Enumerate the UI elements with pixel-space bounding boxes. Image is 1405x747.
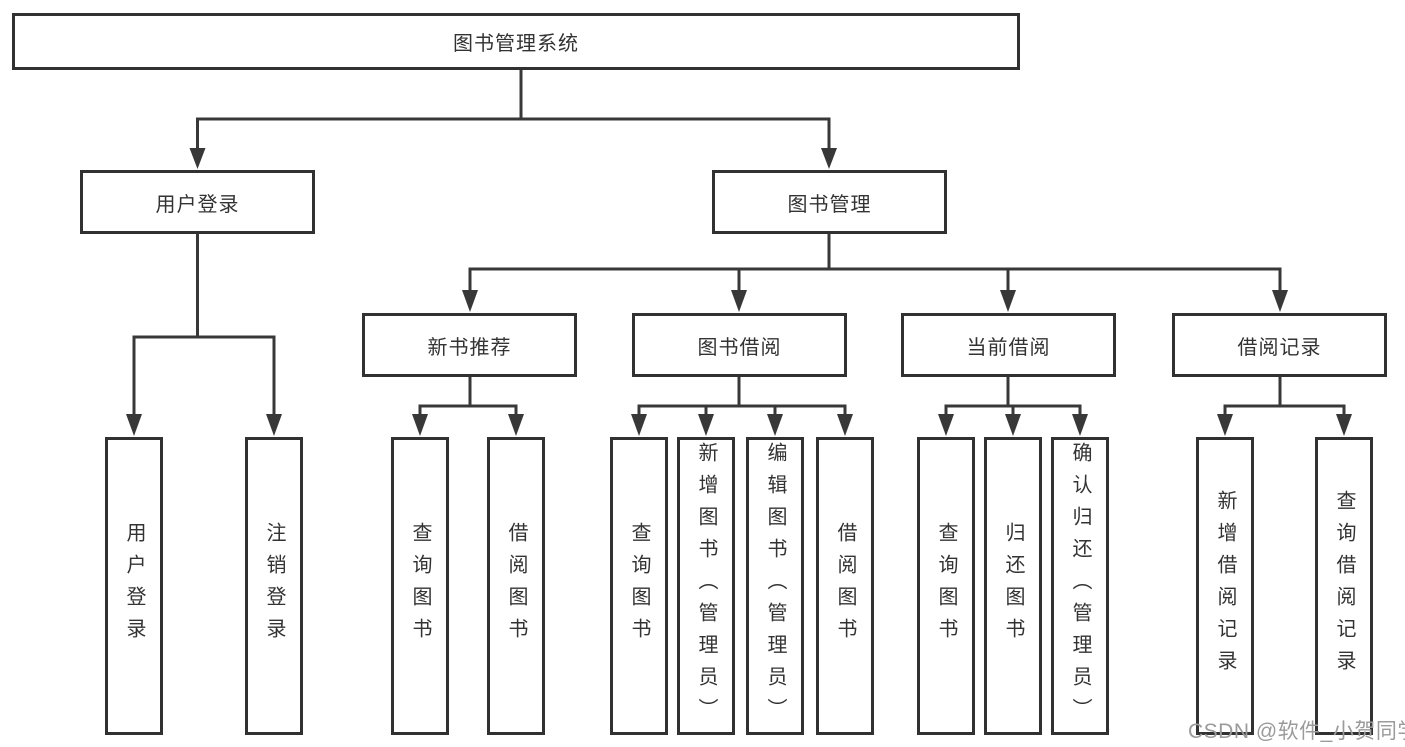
connector-root-to-level2 xyxy=(189,68,837,169)
node-book-borrow: 图书借阅 xyxy=(632,313,847,377)
connector-borrowrecord-to-leaves xyxy=(1217,377,1352,436)
leaf-borrow-borrow-label: 借阅图书 xyxy=(834,522,856,650)
leaf-borrow-edit: 编辑图书（管理员） xyxy=(746,437,804,735)
connector-newbookrec-to-leaves xyxy=(412,377,524,436)
leaf-record-add-label: 新增借阅记录 xyxy=(1214,490,1236,682)
leaf-newbook-borrow-label: 借阅图书 xyxy=(505,522,527,650)
leaf-logout: 注销登录 xyxy=(245,437,303,735)
leaf-current-confirm-label: 确认归还（管理员） xyxy=(1069,442,1091,730)
leaf-borrow-edit-label: 编辑图书（管理员） xyxy=(764,442,786,730)
node-root-system: 图书管理系统 xyxy=(12,13,1020,70)
leaf-newbook-query: 查询图书 xyxy=(391,437,449,735)
leaf-current-confirm: 确认归还（管理员） xyxy=(1051,437,1109,735)
csdn-watermark: CSDN @软件_小贺同学 xyxy=(1188,720,1405,743)
leaf-record-query: 查询借阅记录 xyxy=(1315,437,1373,735)
node-user-login: 用户登录 xyxy=(80,170,315,234)
leaf-borrow-query-label: 查询图书 xyxy=(628,522,650,650)
leaf-current-return-label: 归还图书 xyxy=(1002,522,1024,650)
leaf-borrow-borrow: 借阅图书 xyxy=(816,437,874,735)
leaf-record-query-label: 查询借阅记录 xyxy=(1333,490,1355,682)
leaf-current-query: 查询图书 xyxy=(917,437,975,735)
connector-currentborrow-to-leaves xyxy=(938,377,1088,436)
node-borrow-record: 借阅记录 xyxy=(1172,313,1387,377)
leaf-borrow-add-label: 新增图书（管理员） xyxy=(695,442,717,730)
connector-bookborrow-to-leaves xyxy=(631,377,853,436)
leaf-user-login-label: 用户登录 xyxy=(123,522,145,650)
leaf-newbook-query-label: 查询图书 xyxy=(409,522,431,650)
leaf-borrow-query: 查询图书 xyxy=(610,437,668,735)
connector-bookmgmt-to-level3 xyxy=(462,234,1288,312)
leaf-current-query-label: 查询图书 xyxy=(935,522,957,650)
node-current-borrow: 当前借阅 xyxy=(901,313,1116,377)
leaf-user-login: 用户登录 xyxy=(105,437,163,735)
node-new-book-recommend: 新书推荐 xyxy=(362,313,577,377)
leaf-record-add: 新增借阅记录 xyxy=(1196,437,1254,735)
connector-userlogin-to-leaves xyxy=(126,234,282,436)
leaf-current-return: 归还图书 xyxy=(984,437,1042,735)
leaf-newbook-borrow: 借阅图书 xyxy=(487,437,545,735)
leaf-logout-label: 注销登录 xyxy=(263,522,285,650)
leaf-borrow-add: 新增图书（管理员） xyxy=(677,437,735,735)
node-book-management: 图书管理 xyxy=(712,170,947,234)
